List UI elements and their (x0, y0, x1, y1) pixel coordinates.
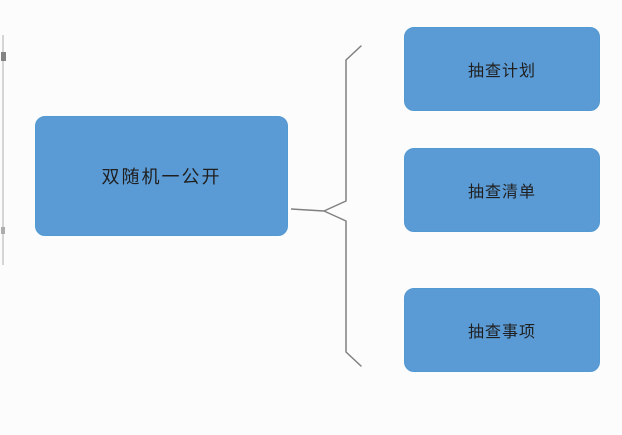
root-node: 双随机一公开 (35, 116, 288, 236)
child-node-label: 抽查事项 (467, 324, 536, 341)
root-node-label: 双随机一公开 (101, 167, 222, 187)
root-link-line (290, 208, 325, 212)
photo-artifact (1, 35, 6, 265)
child-node-label: 抽查计划 (467, 63, 536, 80)
brace-path (323, 45, 362, 367)
child-node-inspection-list: 抽查清单 (404, 148, 600, 232)
child-node-label: 抽查清单 (467, 184, 536, 201)
child-node-inspection-plan: 抽查计划 (404, 27, 600, 111)
child-node-inspection-items: 抽查事项 (404, 288, 600, 372)
